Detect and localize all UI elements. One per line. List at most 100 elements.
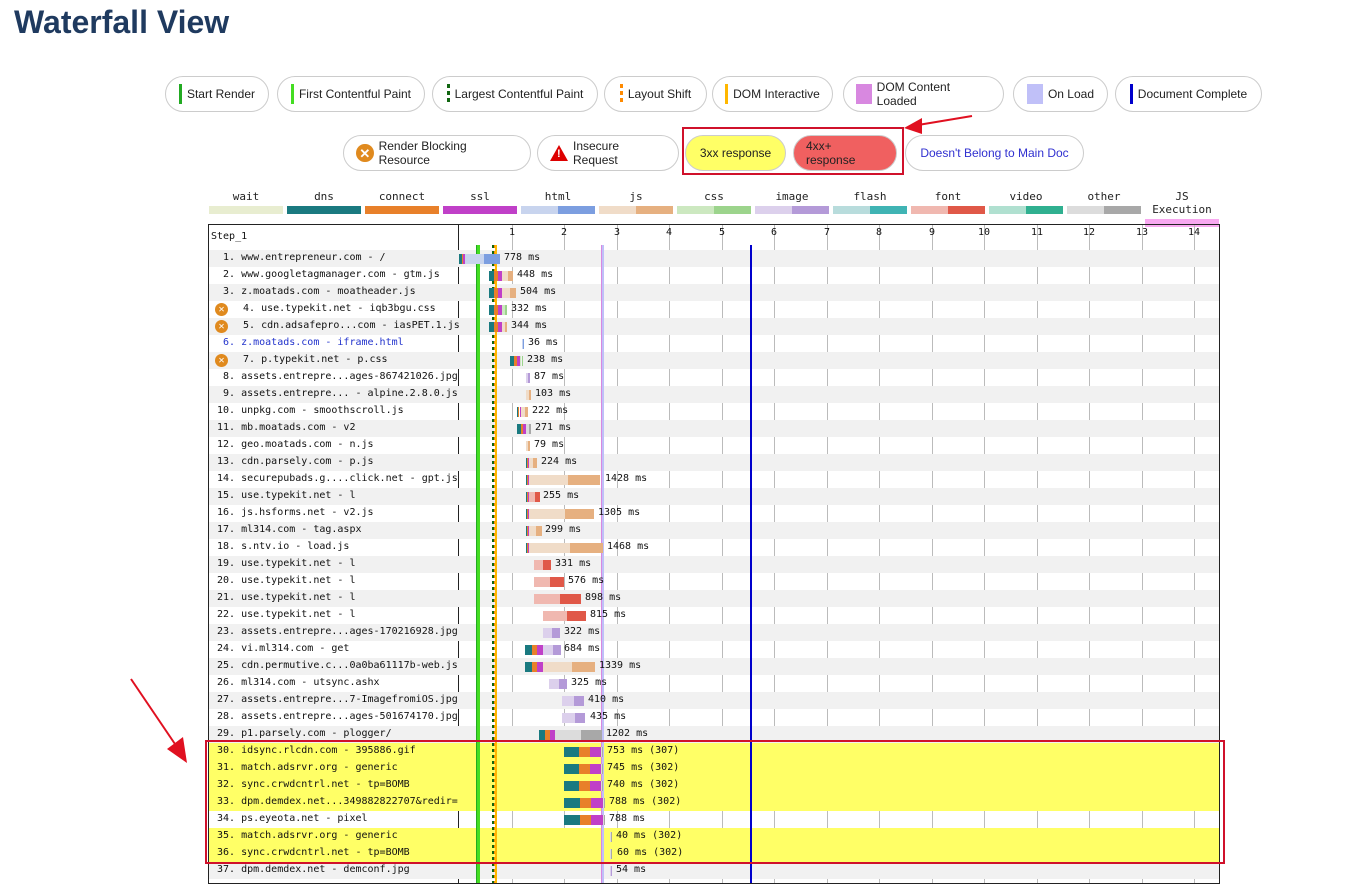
request-url[interactable]: 21. use.typekit.net - l — [217, 592, 356, 603]
request-time: 325 ms — [571, 677, 608, 688]
request-row[interactable] — [209, 556, 1219, 573]
request-row[interactable] — [209, 352, 1219, 369]
timing-legend-swatch — [833, 206, 907, 214]
request-url[interactable]: 8. assets.entrepre...ages-867421026.jpg — [217, 371, 458, 382]
request-url[interactable]: 9. assets.entrepre... - alpine.2.8.0.js — [217, 388, 458, 399]
bar-wait — [520, 356, 521, 366]
tick-label: 14 — [1187, 227, 1201, 238]
bar-wait — [529, 509, 565, 519]
request-row[interactable] — [209, 522, 1219, 539]
legend-pill-dom-content-loaded[interactable]: DOM Content Loaded — [843, 76, 1004, 112]
bar-download — [508, 271, 513, 281]
legend-pill-3xx-response[interactable]: 3xx response — [685, 135, 786, 171]
request-row[interactable] — [209, 862, 1219, 879]
request-url[interactable]: 19. use.typekit.net - l — [217, 558, 356, 569]
legend-marker-swatch — [725, 84, 729, 104]
request-row[interactable] — [209, 692, 1219, 709]
request-url[interactable]: 30. idsync.rlcdn.com - 395886.gif — [217, 745, 416, 756]
legend-pill-label: Doesn't Belong to Main Doc — [920, 146, 1069, 160]
request-row[interactable] — [209, 760, 1219, 777]
request-url[interactable]: 2. www.googletagmanager.com - gtm.js — [217, 269, 440, 280]
legend-pill-largest-contentful-paint[interactable]: Largest Contentful Paint — [432, 76, 598, 112]
request-url[interactable]: 25. cdn.permutive.c...0a0ba61117b-web.js — [217, 660, 458, 671]
request-url[interactable]: 28. assets.entrepre...ages-501674170.jpg — [217, 711, 458, 722]
request-url[interactable]: 35. match.adsrvr.org - generic — [217, 830, 398, 841]
legend-pill-layout-shift[interactable]: Layout Shift — [604, 76, 707, 112]
request-row[interactable] — [209, 590, 1219, 607]
request-row[interactable] — [209, 624, 1219, 641]
request-url[interactable]: 14. securepubads.g....click.net - gpt.js — [217, 473, 458, 484]
request-url[interactable]: 22. use.typekit.net - l — [217, 609, 356, 620]
request-url[interactable]: 4. use.typekit.net - iqb3bgu.css — [237, 303, 436, 314]
bar-download — [529, 390, 531, 400]
request-url[interactable]: 24. vi.ml314.com - get — [217, 643, 350, 654]
request-row[interactable] — [209, 777, 1219, 794]
timing-legend-label: html — [544, 190, 572, 203]
request-url[interactable]: 1. www.entrepreneur.com - / — [217, 252, 386, 263]
request-url[interactable]: 20. use.typekit.net - l — [217, 575, 356, 586]
tick-label: 8 — [875, 227, 883, 238]
grid-line — [1037, 225, 1038, 883]
grid-line — [1194, 225, 1195, 883]
request-url[interactable]: 18. s.ntv.io - load.js — [217, 541, 350, 552]
request-url[interactable]: 29. p1.parsely.com - plogger/ — [217, 728, 392, 739]
legend-pill-start-render[interactable]: Start Render — [165, 76, 269, 112]
request-url[interactable]: 37. dpm.demdex.net - demconf.jpg — [217, 864, 410, 875]
grid-line — [984, 225, 985, 883]
request-url[interactable]: 33. dpm.demdex.net...349882822707&redir= — [217, 796, 458, 807]
request-row[interactable] — [209, 318, 1219, 335]
legend-pill-4xx-response[interactable]: 4xx+ response — [793, 135, 897, 171]
legend-pill-label: Document Complete — [1137, 87, 1248, 101]
request-url[interactable]: 3. z.moatads.com - moatheader.js — [217, 286, 416, 297]
request-row[interactable] — [209, 658, 1219, 675]
legend-pill-document-complete[interactable]: Document Complete — [1115, 76, 1262, 112]
request-time: 745 ms (302) — [607, 762, 680, 773]
request-url[interactable]: 6. z.moatads.com - iframe.html — [217, 337, 404, 348]
request-url[interactable]: 23. assets.entrepre...ages-170216928.jpg — [217, 626, 458, 637]
tick-label: 4 — [665, 227, 673, 238]
request-row[interactable] — [209, 386, 1219, 403]
request-row[interactable] — [209, 845, 1219, 862]
request-url[interactable]: 31. match.adsrvr.org - generic — [217, 762, 398, 773]
legend-pill-doesn-t-belong-to-main-doc[interactable]: Doesn't Belong to Main Doc — [905, 135, 1084, 171]
request-url[interactable]: 11. mb.moatads.com - v2 — [217, 422, 356, 433]
request-url[interactable]: 5. cdn.adsafepro...com - iasPET.1.js — [237, 320, 460, 331]
request-url[interactable]: 36. sync.crwdcntrl.net - tp=BOMB — [217, 847, 410, 858]
request-row[interactable] — [209, 454, 1219, 471]
timing-legend-swatch — [1067, 206, 1141, 214]
request-content: 32. sync.crwdcntrl.net - tp=BOMB 740 ms (… — [209, 777, 1219, 794]
request-row[interactable] — [209, 420, 1219, 437]
timing-legend-swatch — [755, 206, 829, 214]
timing-legend-label: video — [1009, 190, 1043, 203]
legend-pill-first-contentful-paint[interactable]: First Contentful Paint — [277, 76, 425, 112]
request-url[interactable]: 10. unpkg.com - smoothscroll.js — [217, 405, 404, 416]
request-row[interactable] — [209, 488, 1219, 505]
request-url[interactable]: 16. js.hsforms.net - v2.js — [217, 507, 374, 518]
request-time: 331 ms — [555, 558, 592, 569]
request-row[interactable] — [209, 828, 1219, 845]
request-url[interactable]: 17. ml314.com - tag.aspx — [217, 524, 362, 535]
request-url[interactable]: 26. ml314.com - utsync.ashx — [217, 677, 380, 688]
legend-marker-swatch — [856, 84, 872, 104]
request-url[interactable]: 15. use.typekit.net - l — [217, 490, 356, 501]
bar-download — [505, 305, 507, 315]
request-time: 36 ms — [528, 337, 559, 348]
request-url[interactable]: 27. assets.entrepre...7-ImagefromiOS.jpg — [217, 694, 458, 705]
legend-pill-on-load[interactable]: On Load — [1013, 76, 1108, 112]
legend-pill-insecure-request[interactable]: !Insecure Request — [537, 135, 679, 171]
request-row[interactable] — [209, 726, 1219, 743]
legend-pill-render-blocking-resource[interactable]: ✕Render Blocking Resource — [343, 135, 531, 171]
request-url[interactable]: 32. sync.crwdcntrl.net - tp=BOMB — [217, 779, 410, 790]
legend-pill-dom-interactive[interactable]: DOM Interactive — [712, 76, 833, 112]
request-time: 740 ms (302) — [607, 779, 680, 790]
request-time: 1305 ms — [598, 507, 641, 518]
request-row[interactable] — [209, 284, 1219, 301]
request-row[interactable] — [209, 794, 1219, 811]
request-url[interactable]: 12. geo.moatads.com - n.js — [217, 439, 374, 450]
bar-download — [543, 560, 551, 570]
request-url[interactable]: 13. cdn.parsely.com - p.js — [217, 456, 374, 467]
request-url[interactable]: 7. p.typekit.net - p.css — [237, 354, 388, 365]
request-row[interactable] — [209, 743, 1219, 760]
request-url[interactable]: 34. ps.eyeota.net - pixel — [217, 813, 368, 824]
